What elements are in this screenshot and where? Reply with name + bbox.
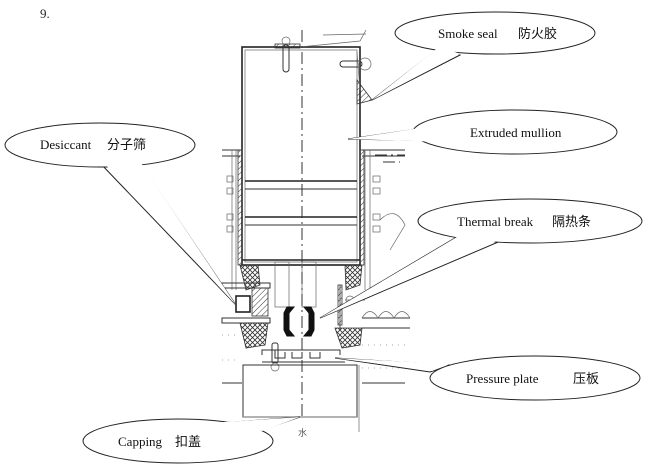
side-screw-icon (339, 60, 363, 68)
thermal-break-label: Thermal break (457, 214, 534, 229)
gasket-left-lower (239, 322, 269, 349)
bolt-icon (226, 187, 234, 195)
top-plate (274, 43, 301, 49)
gasket-right-upper (344, 264, 363, 291)
pressure-plate-label-cn: 压板 (573, 371, 599, 386)
bottom-glyph: 水 (298, 427, 307, 438)
bolt-icon (226, 213, 234, 221)
callout-pressure-plate: Pressure plate 压板 (334, 355, 641, 401)
bolt-icon (372, 175, 381, 183)
gasket-left-upper (239, 264, 261, 291)
desiccant-label: Desiccant (40, 137, 92, 152)
bolt-icon (372, 187, 381, 195)
thermal-break-label-cn: 隔热条 (552, 214, 591, 229)
extruded-mullion-label: Extruded mullion (470, 125, 562, 140)
figure-number: 9. (40, 6, 50, 21)
bolt-icon (372, 225, 381, 233)
screw-icon (282, 44, 290, 73)
spacer-hatched (251, 287, 269, 317)
callout-thermal-break: Thermal break 隔热条 (319, 198, 643, 319)
pressure-plate-shape (261, 349, 345, 363)
callout-capping: Capping 扣盖 (82, 416, 301, 464)
callout-smoke-seal: Smoke seal 防火胶 (371, 11, 596, 101)
desiccant-label-cn: 分子筛 (107, 137, 146, 152)
capping-label-cn: 扣盖 (175, 434, 201, 449)
bolt-icon (226, 225, 234, 233)
thermal-break-left (283, 306, 296, 337)
left-glazing-assembly (221, 149, 271, 384)
smoke-seal-shape (356, 78, 373, 105)
callout-desiccant: Desiccant 分子筛 (4, 122, 237, 306)
thermal-break-assembly (261, 261, 345, 372)
smoke-seal-label: Smoke seal (438, 26, 498, 41)
capping-label: Capping (118, 434, 163, 449)
smoke-seal-label-cn: 防火胶 (518, 26, 557, 41)
bolt-icon (226, 175, 234, 183)
gasket-right-lower (334, 327, 363, 349)
insulation-waves (361, 311, 411, 319)
right-glazing-assembly (334, 149, 411, 384)
thermal-break-right (302, 306, 315, 337)
desiccant-block (235, 295, 251, 313)
mullion-body (237, 29, 373, 266)
capping-shape (242, 364, 358, 418)
pressure-plate-label: Pressure plate (466, 371, 539, 386)
callout-extruded-mullion: Extruded mullion (347, 109, 618, 155)
bolt-icon (372, 213, 381, 221)
